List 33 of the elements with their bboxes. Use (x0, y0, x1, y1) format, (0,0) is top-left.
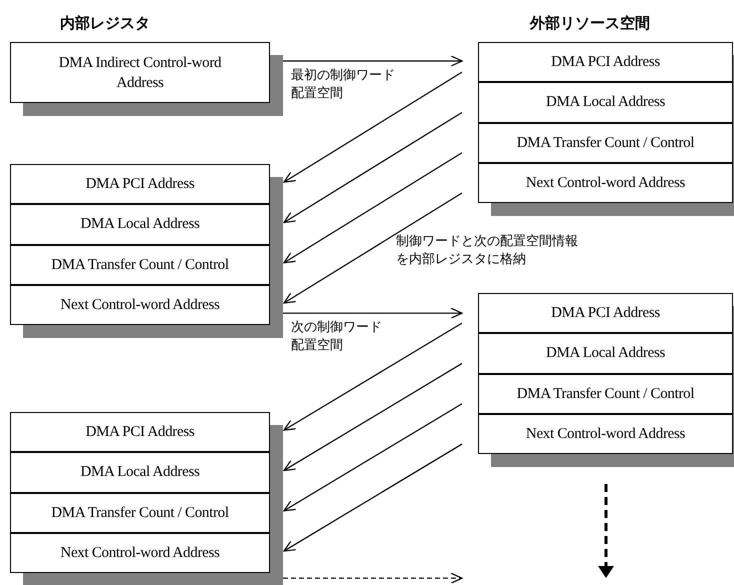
arrow (283, 308, 463, 319)
register-field: DMA Transfer Count / Control (10, 492, 270, 533)
column-heading: 内部レジスタ (60, 14, 150, 33)
register-field: Next Control-word Address (10, 532, 270, 574)
arrow (283, 572, 463, 584)
arrow (283, 152, 462, 264)
register-field: DMA Local Address (10, 452, 270, 493)
arrow (283, 72, 462, 183)
column-heading: 外部リソース空間 (530, 14, 650, 33)
register-field: DMA Local Address (10, 204, 270, 245)
register-field: DMA PCI Address (478, 42, 733, 82)
register-field: DMA Indirect Control-word Address (10, 42, 270, 103)
register-field: DMA PCI Address (478, 293, 733, 334)
edge-label: 次の制御ワード配置空間 (291, 319, 383, 356)
register-field: DMA PCI Address (10, 412, 270, 452)
register-field: DMA Local Address (478, 333, 733, 374)
register-field: DMA Transfer Count / Control (10, 244, 270, 285)
register-field: Next Control-word Address (10, 284, 270, 326)
arrow (283, 55, 463, 67)
arrow (283, 444, 462, 552)
register-field: DMA Transfer Count / Control (478, 122, 733, 163)
register-field: DMA Transfer Count / Control (478, 374, 733, 414)
register-field: DMA Local Address (478, 82, 733, 123)
register-field: Next Control-word Address (478, 414, 733, 454)
edge-label: 最初の制御ワード配置空間 (291, 67, 396, 103)
note-text: 制御ワードと次の配置空間情報を内部レジスタに格納 (396, 233, 579, 269)
arrow (283, 322, 462, 431)
arrow (283, 362, 462, 472)
register-field: Next Control-word Address (478, 162, 733, 204)
arrow (283, 192, 462, 304)
arrow (283, 403, 462, 512)
register-field: DMA PCI Address (10, 164, 270, 204)
arrow (283, 112, 462, 224)
